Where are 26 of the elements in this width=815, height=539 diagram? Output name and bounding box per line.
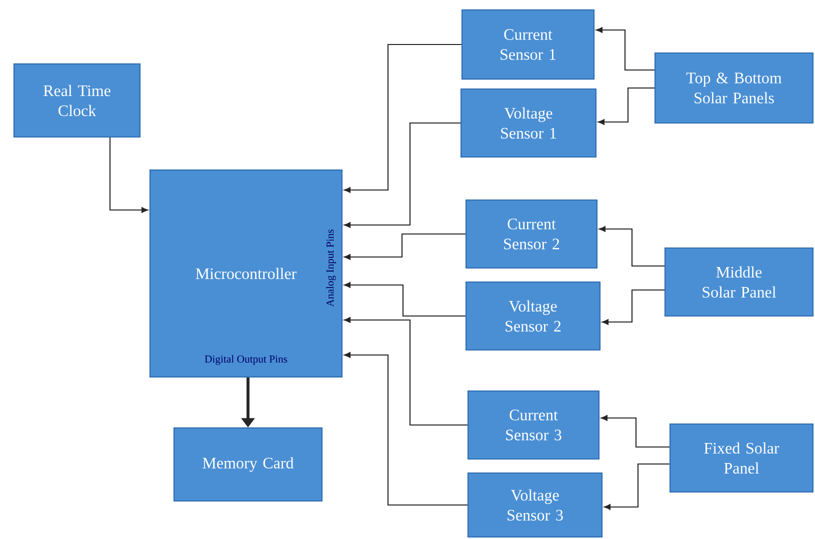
arrow	[602, 289, 664, 325]
arrow	[344, 352, 468, 506]
arrow	[344, 233, 466, 260]
clock-box: Real Time Clock	[13, 63, 141, 138]
sensor-box: Current Sensor 3	[468, 390, 600, 460]
solar-panel-box: Top & Bottom Solar Panels	[654, 52, 814, 124]
solar-panel-box: Middle Solar Panel	[664, 247, 814, 317]
arrow	[344, 122, 460, 228]
solar-panel-box: Fixed Solar Panel	[670, 423, 814, 493]
arrow	[109, 138, 148, 213]
memory-card-box: Memory Card	[173, 427, 323, 502]
arrow	[344, 317, 468, 426]
arrow	[598, 87, 654, 125]
sensor-box: Voltage Sensor 3	[467, 472, 603, 538]
pin-label: Analog Input Pins	[326, 230, 336, 307]
sensor-box: Voltage Sensor 2	[465, 281, 601, 351]
arrow	[344, 44, 462, 193]
sensor-box: Voltage Sensor 1	[460, 88, 596, 158]
arrow	[600, 415, 670, 448]
pin-label: Digital Output Pins	[204, 355, 288, 365]
arrow	[344, 282, 466, 317]
arrow	[596, 27, 654, 71]
arrow	[604, 463, 670, 510]
sensor-box: Current Sensor 1	[461, 9, 595, 80]
arrow	[598, 226, 664, 267]
sensor-box: Current Sensor 2	[466, 199, 598, 269]
